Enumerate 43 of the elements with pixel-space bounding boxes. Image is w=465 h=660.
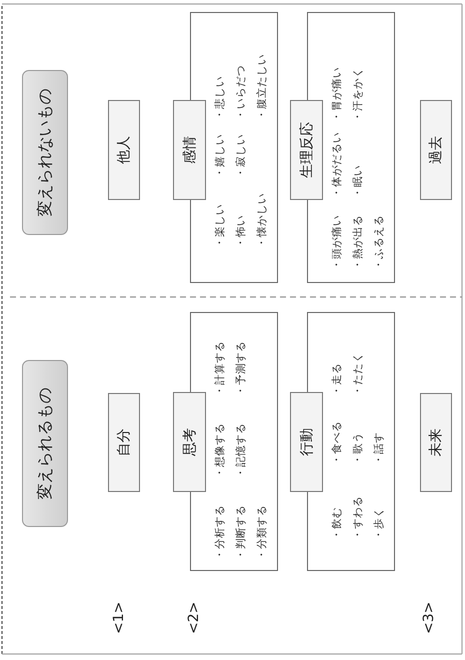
- list-item: ・熱が出る: [352, 215, 365, 270]
- list-item: ・楽しい: [214, 204, 227, 248]
- heading-tab: 行動: [290, 392, 323, 492]
- list-item: ・分類する: [256, 505, 269, 560]
- list-item: ・いらだつ: [235, 65, 248, 120]
- label-box: 未来: [420, 393, 452, 492]
- list-item: ・話す: [373, 432, 386, 465]
- list-item: ・悲しい: [214, 76, 227, 120]
- heading-tab: 思考: [173, 392, 206, 492]
- heading-tab: 生理反応: [290, 100, 323, 200]
- list-item: ・すわる: [352, 496, 365, 540]
- row-number: <1>: [111, 602, 127, 634]
- list-item: ・記憶する: [235, 423, 248, 478]
- list-item: ・胃が痛い: [331, 67, 344, 122]
- list-item: ・怖い: [235, 215, 248, 248]
- list-item: ・計算する: [214, 341, 227, 396]
- list-item: ・飲む: [331, 507, 344, 540]
- list-item: ・たたく: [352, 352, 365, 396]
- list-item: ・ふるえる: [373, 215, 386, 270]
- list-item: ・寂しい: [235, 134, 248, 178]
- label-box: 自分: [108, 393, 140, 492]
- list-item: ・歌う: [352, 432, 365, 465]
- category-heading: 変えられるもの: [22, 360, 68, 527]
- list-item: ・分析する: [214, 505, 227, 560]
- list-item: ・歩く: [373, 507, 386, 540]
- list-item: ・走る: [331, 363, 344, 396]
- row-number: <3>: [421, 602, 437, 634]
- label-box: 過去: [420, 100, 452, 200]
- list-item: ・食べる: [331, 421, 344, 465]
- heading-tab: 感情: [173, 100, 206, 200]
- row-number: <2>: [186, 602, 202, 634]
- list-item: ・頭が痛い: [331, 215, 344, 270]
- list-item: ・判断する: [235, 505, 248, 560]
- list-item: ・腹立たしい: [256, 54, 269, 120]
- list-item: ・予測する: [235, 341, 248, 396]
- list-item: ・懐かしい: [256, 193, 269, 248]
- list-item: ・想像する: [214, 423, 227, 478]
- list-item: ・眠い: [352, 165, 365, 198]
- label-box: 他人: [108, 100, 140, 200]
- category-heading: 変えられないもの: [22, 70, 68, 235]
- list-item: ・体がだるい: [331, 132, 344, 198]
- list-item: ・汗をかく: [352, 67, 365, 122]
- list-item: ・嬉しい: [214, 134, 227, 178]
